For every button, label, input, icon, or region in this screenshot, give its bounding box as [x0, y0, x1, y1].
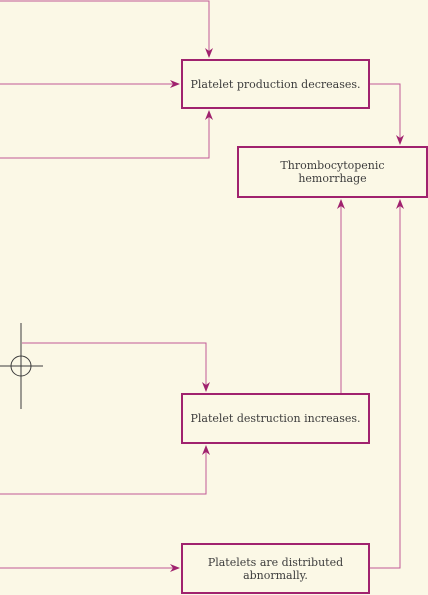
edge-bottom-to-production	[0, 110, 213, 159]
edge-bottom-to-destruction	[0, 445, 210, 495]
platelet-distribution-node: Platelets are distributed abnormally.	[181, 543, 370, 594]
edge-production-to-hemorrhage	[370, 83, 404, 145]
platelet-production-node: Platelet production decreases.	[181, 59, 370, 109]
platelet-destruction-label: Platelet destruction increases.	[190, 412, 361, 425]
platelet-production-label: Platelet production decreases.	[190, 77, 361, 91]
thrombocytopenic-hemorrhage-node: Thrombocytopenic hemorrhage	[237, 146, 428, 198]
platelet-destruction-node: Platelet destruction increases.	[181, 393, 370, 444]
platelet-distribution-label-line2: abnormally.	[243, 568, 308, 582]
platelet-distribution-label-line1: Platelets are distributed	[207, 555, 344, 569]
edge-left-to-destruction-top	[22, 342, 210, 392]
thrombocytopenic-hemorrhage-label: Thrombocytopenic hemorrhage	[280, 159, 385, 185]
edge-distribution-to-hemorrhage	[370, 199, 404, 569]
registration-mark-icon	[0, 323, 43, 409]
edge-top-to-production	[0, 0, 213, 58]
